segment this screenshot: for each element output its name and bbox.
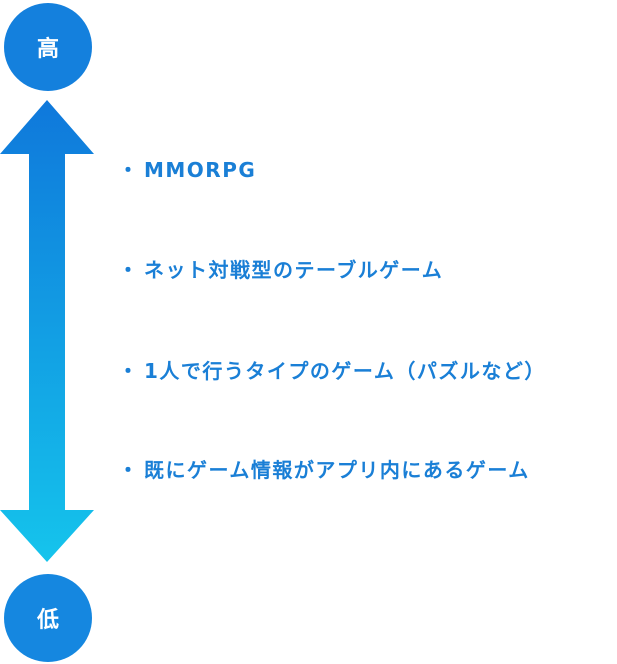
list-item: ・1人で行うタイプのゲーム（パズルなど） [118,359,546,383]
bullet: ・ [118,258,140,282]
low-label-circle: 低 [4,574,92,662]
game-list: ・MMORPG ・ネット対戦型のテーブルゲーム ・1人で行うタイプのゲーム（パズ… [118,0,613,664]
low-label: 低 [36,608,59,633]
list-item-text: ネット対戦型のテーブルゲーム [144,258,444,282]
list-item: ・ネット対戦型のテーブルゲーム [118,258,443,282]
bullet: ・ [118,359,140,383]
list-item-text: 既にゲーム情報がアプリ内にあるゲーム [144,458,530,482]
list-item-text: 1人で行うタイプのゲーム（パズルなど） [144,359,546,383]
high-label: 高 [36,37,59,62]
list-item-text: MMORPG [144,158,257,182]
double-arrow-icon [0,100,94,562]
list-item: ・MMORPG [118,158,256,182]
high-label-circle: 高 [4,3,92,91]
bullet: ・ [118,158,140,182]
list-item: ・既にゲーム情報がアプリ内にあるゲーム [118,458,530,482]
bullet: ・ [118,458,140,482]
